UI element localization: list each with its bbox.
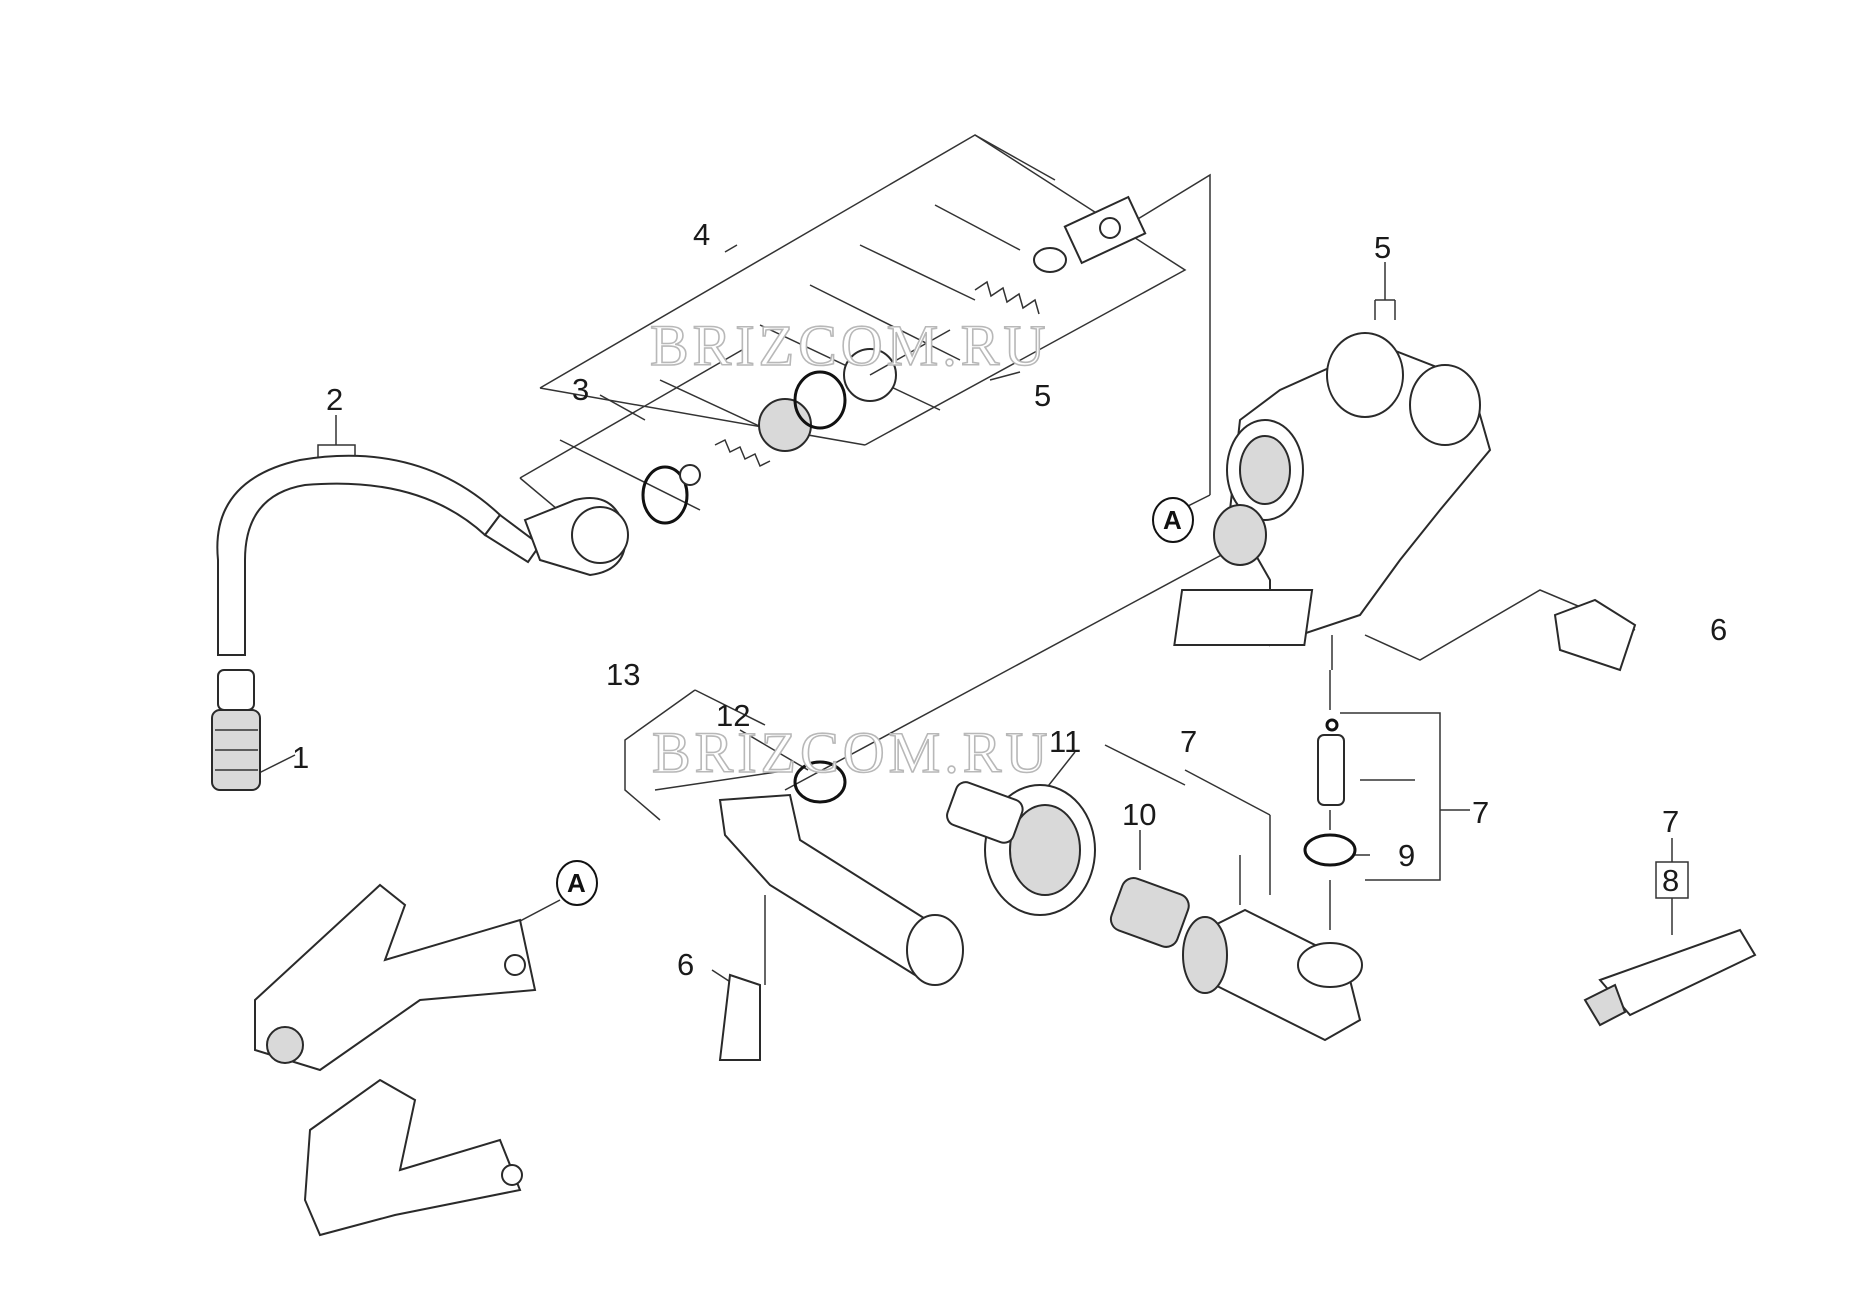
callout-4: 4 [693, 217, 710, 252]
reference-marker-bottom: A [556, 860, 598, 906]
part-mount-bracket [254, 883, 537, 1072]
callout-9: 9 [1398, 838, 1415, 873]
svg-text:A: A [1163, 505, 1182, 535]
part-clip-right [1553, 598, 1637, 672]
callout-10: 10 [1122, 797, 1156, 832]
leader-lines [254, 134, 1689, 986]
callout-3: 3 [572, 372, 589, 407]
part-elbow [1182, 908, 1363, 1042]
callout-5-top: 5 [1374, 230, 1391, 265]
part-hose [216, 454, 542, 656]
part-pipe [718, 760, 964, 1061]
part-small-valve [1303, 718, 1357, 867]
watermark-bottom: BRIZCOM.RU [652, 720, 1051, 785]
callout-7-right: 7 [1472, 795, 1489, 830]
callout-8: 8 [1662, 863, 1679, 898]
callout-11: 11 [1049, 724, 1081, 759]
callout-6-right: 6 [1710, 612, 1727, 647]
callout-2: 2 [326, 382, 343, 417]
callout-1: 1 [292, 740, 309, 775]
part-grease-tube [1583, 928, 1757, 1027]
part-strainer [1109, 877, 1190, 948]
callout-7-tube: 7 [1662, 804, 1679, 839]
callout-13: 13 [606, 657, 640, 692]
reference-marker-top: A [1152, 497, 1194, 543]
part-piston-assembly [793, 195, 1147, 430]
callout-6-bottom: 6 [677, 947, 694, 982]
part-valve-insert [523, 398, 812, 577]
part-coupling [946, 781, 1096, 916]
callout-labels: 1 2 3 4 5 5 6 6 7 7 7 8 9 10 11 12 13 [292, 217, 1727, 982]
part-lower-bracket [303, 1078, 523, 1237]
part-valve-housing [1173, 332, 1492, 647]
part-filter [211, 669, 261, 791]
callout-7-middle: 7 [1180, 724, 1197, 759]
callout-5-mid: 5 [1034, 378, 1051, 413]
watermark-top: BRIZCOM.RU [650, 313, 1049, 378]
svg-text:A: A [567, 868, 586, 898]
callout-12: 12 [716, 698, 750, 733]
